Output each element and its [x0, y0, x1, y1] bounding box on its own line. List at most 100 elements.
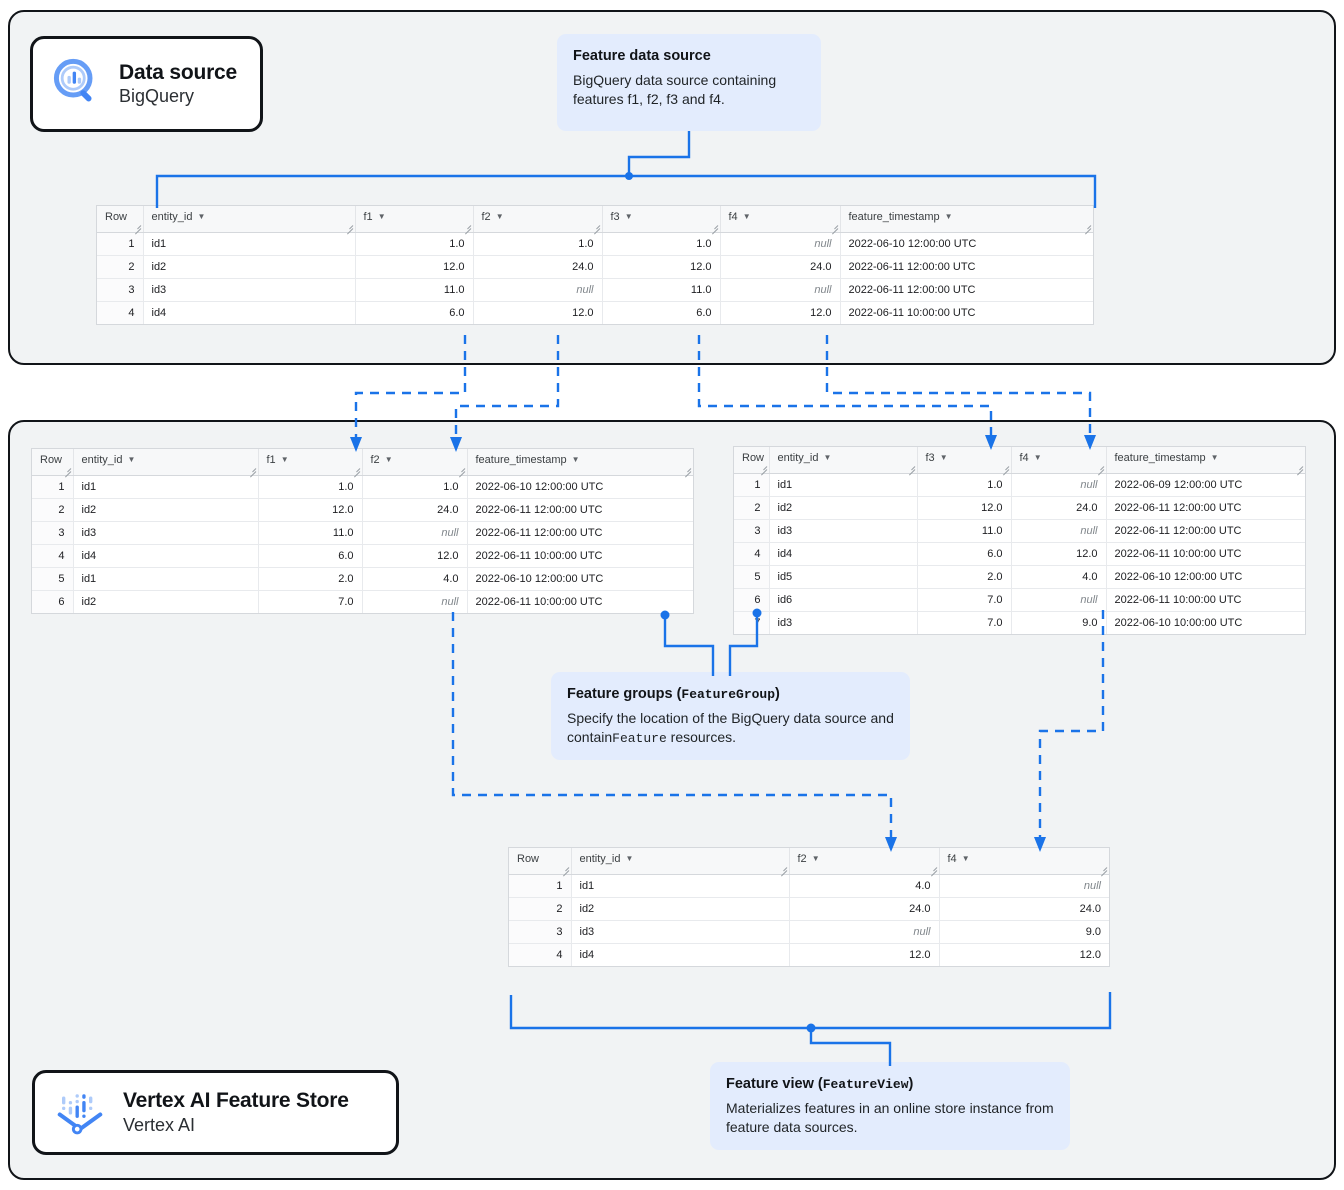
callout-title-code: FeatureView: [822, 1077, 909, 1092]
column-header-entity_id[interactable]: entity_id ▼: [571, 848, 790, 877]
column-header-f4[interactable]: f4▼: [939, 848, 1109, 877]
column-header-f2[interactable]: f2▼: [362, 449, 468, 478]
callout-title-close: ): [775, 686, 780, 702]
chevron-down-icon[interactable]: ▼: [197, 212, 206, 221]
column-header-Row[interactable]: Row: [734, 447, 770, 476]
column-header-f2[interactable]: f2▼: [789, 848, 940, 877]
callout-body: BigQuery data source containing features…: [573, 72, 777, 107]
column-header-f4[interactable]: f4 ▼: [720, 206, 841, 235]
column-header-entity_id[interactable]: entity_id▼: [73, 449, 259, 478]
chevron-down-icon[interactable]: ▼: [495, 212, 504, 221]
chevron-down-icon[interactable]: ▼: [624, 212, 633, 221]
cell-f1: 11.0: [355, 278, 474, 302]
chevron-down-icon[interactable]: ▼: [939, 453, 948, 462]
column-header-label: entity_id: [579, 853, 621, 865]
chevron-down-icon[interactable]: ▼: [127, 455, 136, 464]
column-header-Row[interactable]: Row: [32, 449, 74, 478]
chevron-down-icon[interactable]: ▼: [742, 212, 751, 221]
cell-feature_timestamp: 2022-06-11 12:00:00 UTC: [1106, 496, 1305, 520]
cell-feature_timestamp: 2022-06-09 12:00:00 UTC: [1106, 473, 1305, 497]
cell-f4: null: [939, 874, 1109, 898]
column-header-feature_timestamp[interactable]: feature_timestamp▼: [467, 449, 693, 478]
column-header-label: f4: [728, 211, 738, 223]
callout-body-code: Feature: [612, 730, 667, 746]
cell-Row: 3: [509, 920, 572, 944]
cell-f3: 12.0: [602, 255, 721, 279]
cell-f2: 1.0: [473, 232, 603, 256]
column-header-entity_id[interactable]: entity_id▼: [769, 447, 918, 476]
cell-f1: 2.0: [258, 567, 363, 591]
chevron-down-icon[interactable]: ▼: [811, 854, 820, 863]
column-header-f1[interactable]: f1▼: [258, 449, 363, 478]
chevron-down-icon[interactable]: ▼: [571, 455, 580, 464]
cell-feature_timestamp: 2022-06-10 12:00:00 UTC: [467, 567, 693, 591]
chevron-down-icon[interactable]: ▼: [384, 455, 393, 464]
cell-f4: 12.0: [720, 301, 841, 324]
vertex-ai-funnel-icon: [53, 1083, 107, 1142]
chevron-down-icon[interactable]: ▼: [944, 212, 953, 221]
cell-f3: 6.0: [602, 301, 721, 324]
cell-feature_timestamp: 2022-06-10 12:00:00 UTC: [1106, 565, 1305, 589]
chevron-down-icon[interactable]: ▼: [961, 854, 970, 863]
chevron-down-icon[interactable]: ▼: [1033, 453, 1042, 462]
column-header-f2[interactable]: f2▼: [473, 206, 603, 235]
cell-Row: 2: [734, 496, 770, 520]
column-header-Row[interactable]: Row: [97, 206, 144, 235]
column-header-f3[interactable]: f3▼: [917, 447, 1012, 476]
cell-entity_id: id4: [143, 301, 356, 324]
cell-f3: 11.0: [602, 278, 721, 302]
column-header-feature_timestamp[interactable]: feature_timestamp▼: [1106, 447, 1305, 476]
cell-entity_id: id6: [769, 588, 918, 612]
cell-Row: 2: [97, 255, 144, 279]
chevron-down-icon[interactable]: ▼: [1210, 453, 1219, 462]
column-header-label: Row: [40, 454, 63, 466]
cell-f4: 24.0: [939, 897, 1109, 921]
cell-f3: 1.0: [917, 473, 1012, 497]
cell-f4: 4.0: [1011, 565, 1107, 589]
column-header-Row[interactable]: Row: [509, 848, 572, 877]
chevron-down-icon[interactable]: ▼: [280, 455, 289, 464]
cell-entity_id: id1: [73, 567, 259, 591]
column-header-feature_timestamp[interactable]: feature_timestamp ▼: [840, 206, 1093, 235]
cell-f1: 6.0: [258, 544, 363, 568]
column-header-f3[interactable]: f3▼: [602, 206, 721, 235]
callout-body: Specify the location of the BigQuery dat…: [567, 709, 894, 747]
column-header-f4[interactable]: f4▼: [1011, 447, 1107, 476]
chevron-down-icon[interactable]: ▼: [625, 854, 634, 863]
column-header-label: feature_timestamp: [848, 211, 940, 223]
column-header-entity_id[interactable]: entity_id▼: [143, 206, 356, 235]
column-header-f1[interactable]: f1▼: [355, 206, 474, 235]
cell-feature_timestamp: 2022-06-10 10:00:00 UTC: [1114, 617, 1243, 629]
cell-entity_id: id2: [73, 498, 259, 522]
chevron-down-icon[interactable]: ▼: [823, 453, 832, 462]
cell-f2: 4.0: [362, 567, 468, 591]
chevron-down-icon[interactable]: ▼: [377, 212, 386, 221]
cell-entity_id: id1: [769, 473, 918, 497]
